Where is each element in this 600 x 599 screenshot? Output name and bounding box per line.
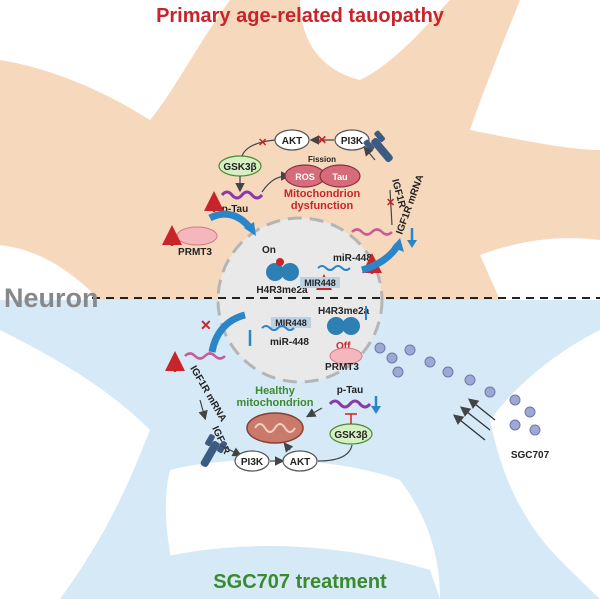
top-mrna-receptor-line xyxy=(389,189,393,226)
bottom-healthy-2: mitochondrion xyxy=(237,397,314,409)
top-exit-arrow-head xyxy=(392,238,404,252)
top-prmt3-shape xyxy=(176,226,218,246)
bottom-gsk3b-label: GSK3β xyxy=(334,430,367,441)
top-methyl-mark xyxy=(276,258,284,266)
top-neuron-dendrite-left xyxy=(0,150,120,215)
top-mir448-gene-box xyxy=(300,277,340,288)
bottom-mir448-gene-label: MIR448 xyxy=(275,318,307,328)
top-neuron-body xyxy=(0,0,600,300)
bottom-ptau-down-head xyxy=(371,406,381,414)
top-block-x3: ✕ xyxy=(386,197,395,209)
bottom-mir448-gene-box xyxy=(271,317,311,328)
top-ptau-squiggle xyxy=(220,190,264,200)
bottom-white-left xyxy=(0,330,150,599)
bottom-nucleosome-1 xyxy=(327,317,345,335)
top-mito-title-1: Mitochondrion xyxy=(284,188,361,200)
top-mir448-label: miR-448 xyxy=(333,253,372,264)
top-h4r3-label: H4R3me2a xyxy=(256,285,308,296)
top-pi3k-label: PI3K xyxy=(341,136,364,147)
bottom-akt-mito-arrow xyxy=(283,442,294,453)
bottom-healthy-1: Healthy xyxy=(255,385,296,397)
top-mito-right xyxy=(319,164,361,188)
top-prmt3-label: PRMT3 xyxy=(178,247,212,258)
bottom-akt-node xyxy=(282,450,318,472)
top-ptau-label: p-Tau xyxy=(222,204,248,215)
bottom-mrna-receptor-arrow xyxy=(198,399,208,421)
sgc707-entry-arrows xyxy=(452,398,496,441)
top-entry-arrow-head xyxy=(244,222,256,236)
top-mito-title-2: dysfunction xyxy=(291,200,354,212)
top-receptor-pi3k-arrow xyxy=(363,146,376,161)
divider-label: Neuron xyxy=(4,283,99,313)
top-nucleosome-2 xyxy=(281,263,299,281)
top-mrna-down-head xyxy=(407,240,417,248)
bottom-off-label: Off xyxy=(336,341,351,352)
bottom-h4r3-label: H4R3me2a xyxy=(318,306,370,317)
bottom-pi3k-label: PI3K xyxy=(241,457,264,468)
bottom-receptor-pi3k-arrow xyxy=(219,444,243,457)
bottom-block-x: ✕ xyxy=(200,317,212,333)
nucleus xyxy=(216,216,384,384)
bottom-mito-cristae xyxy=(254,423,296,433)
top-gsk3b-label: GSK3β xyxy=(223,162,256,173)
bottom-akt-gsk3b-line xyxy=(317,444,353,462)
bottom-akt-label: AKT xyxy=(290,457,311,468)
bottom-pi3k-node xyxy=(234,450,270,472)
bottom-mir448-label: miR-448 xyxy=(270,337,309,348)
sgc707-particles xyxy=(374,342,541,436)
top-akt-gsk3b-line xyxy=(241,139,276,157)
sgc707-label: SGC707 xyxy=(511,450,550,461)
bottom-prmt3-label: PRMT3 xyxy=(325,362,359,373)
top-mrna-squiggle xyxy=(351,228,393,236)
bottom-mir448-strand xyxy=(261,325,295,331)
top-ros-label: ROS xyxy=(295,172,315,182)
top-tau-label: Tau xyxy=(332,172,347,182)
bottom-igf1r-receptor-icon xyxy=(200,434,227,468)
page-title: Primary age-related tauopathy xyxy=(156,5,445,27)
bottom-prmt3-shape xyxy=(329,347,363,365)
top-akt-label: AKT xyxy=(282,136,303,147)
bottom-blue-band xyxy=(150,546,440,599)
top-on-label: On xyxy=(262,245,276,256)
bottom-ptau-label: p-Tau xyxy=(337,385,363,396)
top-block-x2: ✕ xyxy=(258,137,267,149)
top-pi3k-node xyxy=(334,129,370,151)
top-entry-arrow xyxy=(208,210,253,231)
top-mir448-gene-label: MIR448 xyxy=(304,278,336,288)
top-mir448-strand xyxy=(317,265,351,271)
top-block-x: ✕ xyxy=(317,133,327,147)
bottom-mrna-squiggle xyxy=(184,352,226,360)
footer-title: SGC707 treatment xyxy=(213,571,387,593)
bottom-nucleosome-2 xyxy=(342,317,360,335)
bottom-ptau-squiggle xyxy=(328,399,372,409)
top-nucleosome-1 xyxy=(266,263,284,281)
bottom-blocked-arrow xyxy=(208,311,247,353)
top-fission-label: Fission xyxy=(308,155,336,164)
bottom-tau-mito-arrow xyxy=(305,407,323,418)
